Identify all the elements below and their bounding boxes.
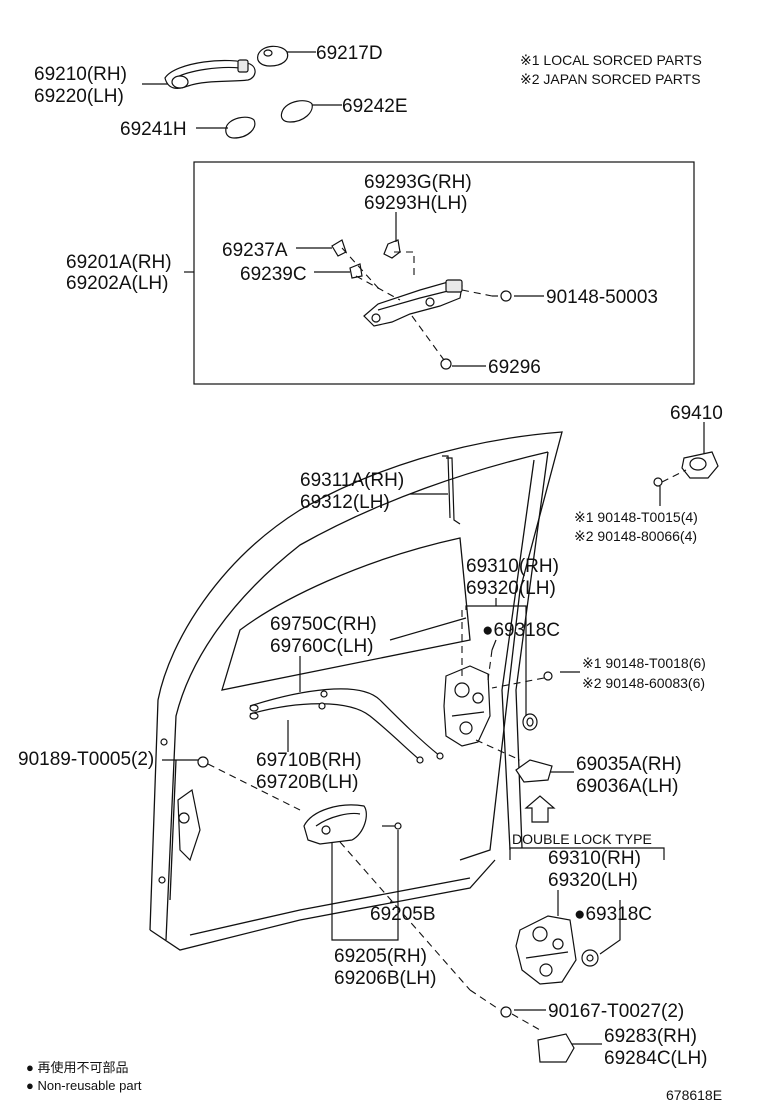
- label-69293G-rh: 69293G(RH): [364, 172, 472, 193]
- label-69220-lh: 69220(LH): [34, 86, 124, 107]
- label-69283-rh: 69283(RH): [604, 1026, 697, 1047]
- label-69710B-rh: 69710B(RH): [256, 750, 362, 771]
- label-69310b-rh: 69310(RH): [548, 848, 641, 869]
- double-lock-title: DOUBLE LOCK TYPE: [512, 831, 652, 847]
- handle-cover-part: [537, 1033, 575, 1063]
- label-90167-T0027: 90167-T0027(2): [548, 1001, 684, 1022]
- note-local-sourced: ※1 LOCAL SORCED PARTS: [520, 52, 702, 68]
- label-90148-50003: 90148-50003: [546, 287, 658, 308]
- up-arrow-icon: [524, 795, 556, 823]
- handle-pad-small-part: [225, 116, 256, 139]
- label-69750C-rh: 69750C(RH): [270, 614, 377, 635]
- label-69320b-lh: 69320(LH): [548, 870, 638, 891]
- label-69206B-lh: 69206B(LH): [334, 968, 436, 989]
- label-69310-rh: 69310(RH): [466, 556, 559, 577]
- lock-bracket-part: [515, 759, 553, 783]
- label-69293H-lh: 69293H(LH): [364, 193, 468, 214]
- label-69239C: 69239C: [240, 264, 307, 285]
- label-90148-80066: ※2 90148-80066(4): [574, 528, 697, 544]
- label-69202A-lh: 69202A(LH): [66, 273, 168, 294]
- label-69035A-rh: 69035A(RH): [576, 754, 682, 775]
- label-90148-60083: ※2 90148-60083(6): [582, 675, 705, 691]
- label-69760C-lh: 69760C(LH): [270, 636, 374, 657]
- lock-screw-part: [491, 671, 553, 689]
- label-90148-T0015: ※1 90148-T0015(4): [574, 509, 698, 525]
- label-69318C: ●69318C: [482, 620, 560, 641]
- label-90189-T0005: 90189-T0005(2): [18, 749, 154, 770]
- inside-handle-part: [303, 804, 402, 845]
- nonreusable-note-en: ● Non-reusable part: [26, 1078, 142, 1093]
- label-69318C-b: ●69318C: [574, 904, 652, 925]
- screw-part-90167: [469, 989, 541, 1031]
- label-69241H: 69241H: [120, 119, 187, 140]
- handle-pad-part: [280, 100, 313, 123]
- bracket-part-69293: [383, 239, 401, 259]
- screw-part-90189: [197, 756, 301, 811]
- label-69210-rh: 69210(RH): [34, 64, 127, 85]
- door-outline: [149, 431, 563, 951]
- door-lock-part: [443, 665, 491, 747]
- grommet-part-69318C: [522, 713, 538, 731]
- label-69312-lh: 69312(LH): [300, 492, 390, 513]
- label-69311A-rh: 69311A(RH): [300, 470, 404, 491]
- label-69242E: 69242E: [342, 96, 408, 117]
- handle-frame-part: [363, 279, 463, 327]
- handle-cap-part: [257, 45, 289, 67]
- bolt-part-90148-50003: [492, 290, 512, 302]
- lock-rod-part: [442, 455, 461, 525]
- lock-cable-part: [249, 688, 444, 764]
- striker-part: [653, 451, 719, 487]
- label-69201A-rh: 69201A(RH): [66, 252, 172, 273]
- handle-frame-box: [193, 161, 695, 385]
- outside-handle-part: [164, 59, 256, 89]
- label-69036A-lh: 69036A(LH): [576, 776, 678, 797]
- label-69720B-lh: 69720B(LH): [256, 772, 358, 793]
- note-japan-sourced: ※2 JAPAN SORCED PARTS: [520, 71, 701, 87]
- label-69237A: 69237A: [222, 240, 288, 261]
- grommet-part-69318C-b: [581, 949, 599, 967]
- clip-part-69239C: [349, 263, 363, 279]
- label-69217D: 69217D: [316, 43, 383, 64]
- bolt-part-69296: [440, 358, 452, 370]
- label-69320-lh: 69320(LH): [466, 578, 556, 599]
- double-lock-part: [515, 915, 577, 985]
- nonreusable-note-jp: ● 再使用不可部品: [26, 1060, 128, 1075]
- label-69296: 69296: [488, 357, 541, 378]
- label-69205B: 69205B: [370, 904, 436, 925]
- label-69410: 69410: [670, 403, 723, 424]
- clip-part-69237A: [331, 239, 347, 257]
- label-90148-T0018: ※1 90148-T0018(6): [582, 655, 706, 671]
- label-69205-rh: 69205(RH): [334, 946, 427, 967]
- label-69284C-lh: 69284C(LH): [604, 1048, 708, 1069]
- diagram-id: 678618E: [666, 1087, 722, 1103]
